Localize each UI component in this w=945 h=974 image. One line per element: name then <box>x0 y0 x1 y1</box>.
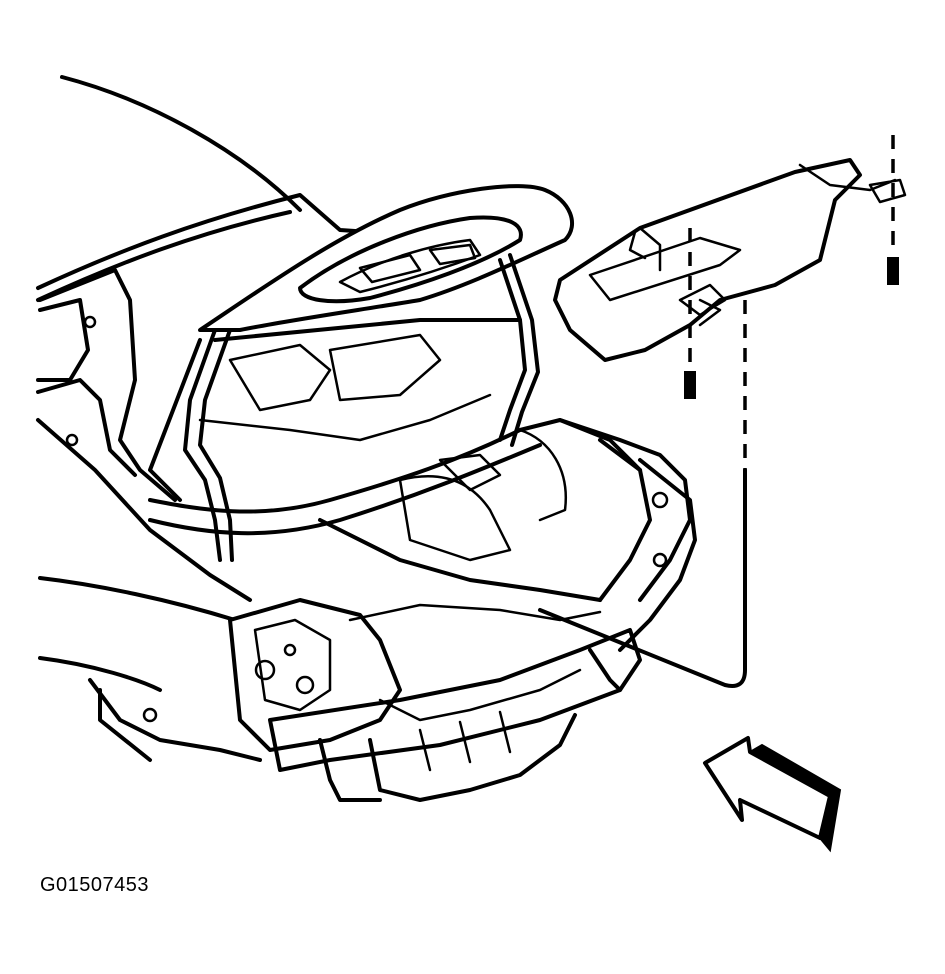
trunk-opening <box>148 418 642 602</box>
rear-tail-panel <box>228 598 642 802</box>
view-arrow <box>703 736 842 853</box>
right-quarter-panel <box>558 418 697 652</box>
trim-panel <box>553 158 907 362</box>
left-quarter-panel <box>36 268 252 602</box>
leader-line <box>538 468 747 688</box>
roof-line <box>36 75 372 302</box>
fasteners <box>684 135 899 470</box>
trunk-lid <box>148 184 575 562</box>
lower-body-side <box>38 576 262 762</box>
figure-id-label: G01507453 <box>40 874 150 896</box>
